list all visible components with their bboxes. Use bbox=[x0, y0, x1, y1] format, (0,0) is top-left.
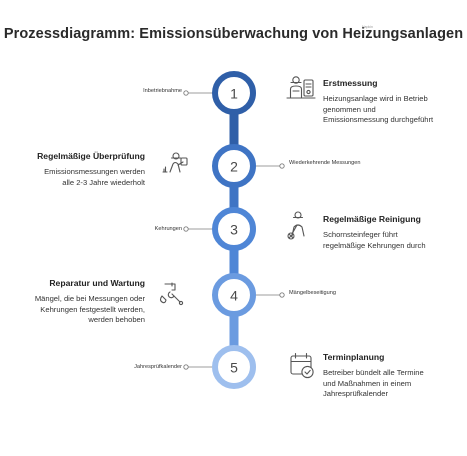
step-2-short-label: Wiederkehrende Messungen bbox=[289, 160, 361, 166]
step-5-short-label: Jahresprüfkalender bbox=[134, 364, 182, 370]
timeline-connectors bbox=[229, 110, 239, 350]
repair-tools-icon bbox=[159, 282, 184, 306]
calendar-check-icon bbox=[290, 352, 314, 379]
step-5-number: 5 bbox=[230, 360, 238, 376]
step-2-heading: Regelmäßige Überprüfung bbox=[37, 151, 145, 161]
step-3-heading: Regelmäßige Reinigung bbox=[323, 214, 421, 224]
timeline-bar-1 bbox=[229, 110, 239, 149]
step-5-description: Betreiber bündelt alle Termine und Maßna… bbox=[323, 368, 424, 399]
step-3-number: 3 bbox=[230, 222, 238, 238]
step-3-connector-dot bbox=[183, 226, 189, 232]
step-2-description: Emissionsmessungen werden alle 2-3 Jahre… bbox=[44, 167, 145, 187]
timeline-bar-4 bbox=[229, 312, 239, 350]
step-5-heading: Terminplanung bbox=[323, 352, 385, 362]
step-1-short-label: Inbetriebnahme bbox=[143, 88, 182, 94]
page-title: Prozessdiagramm: Emissionsüberwachung vo… bbox=[3, 26, 464, 42]
step-4-connector-dot bbox=[279, 292, 285, 298]
step-1-description: Heizungsanlage wird in Betrieb genommen … bbox=[323, 94, 434, 125]
step-1-heading: Erstmessung bbox=[323, 78, 378, 88]
label-connector-lines bbox=[183, 90, 285, 370]
watermark: Napkin bbox=[362, 25, 373, 29]
timeline-bar-3 bbox=[229, 246, 239, 278]
step-3-short-label: Kehrungen bbox=[154, 226, 182, 232]
step-4-node bbox=[212, 273, 256, 317]
step-4-heading: Reparatur und Wartung bbox=[49, 278, 145, 288]
timeline-bar-2 bbox=[229, 183, 239, 212]
chimney-sweep-icon bbox=[287, 211, 305, 240]
step-1-node bbox=[212, 71, 256, 115]
step-5-connector-dot bbox=[183, 364, 189, 370]
step-2-number: 2 bbox=[230, 159, 238, 175]
step-3-description: Schornsteinfeger führt regelmäßige Kehru… bbox=[323, 230, 426, 250]
step-3-node bbox=[212, 207, 256, 251]
technician-measuring-icon bbox=[162, 152, 188, 173]
step-2-node bbox=[212, 144, 256, 188]
technician-installation-icon bbox=[286, 76, 316, 99]
step-4-description: Mängel, die bei Messungen oder Kehrungen… bbox=[34, 294, 145, 325]
step-4-short-label: Mängelbeseitigung bbox=[289, 290, 336, 296]
step-nodes: 1 2 3 4 5 bbox=[212, 71, 256, 389]
step-5-node bbox=[212, 345, 256, 389]
step-2-connector-dot bbox=[279, 163, 285, 169]
step-1-connector-dot bbox=[183, 90, 189, 96]
step-4-number: 4 bbox=[230, 288, 238, 304]
step-1-number: 1 bbox=[230, 86, 238, 102]
